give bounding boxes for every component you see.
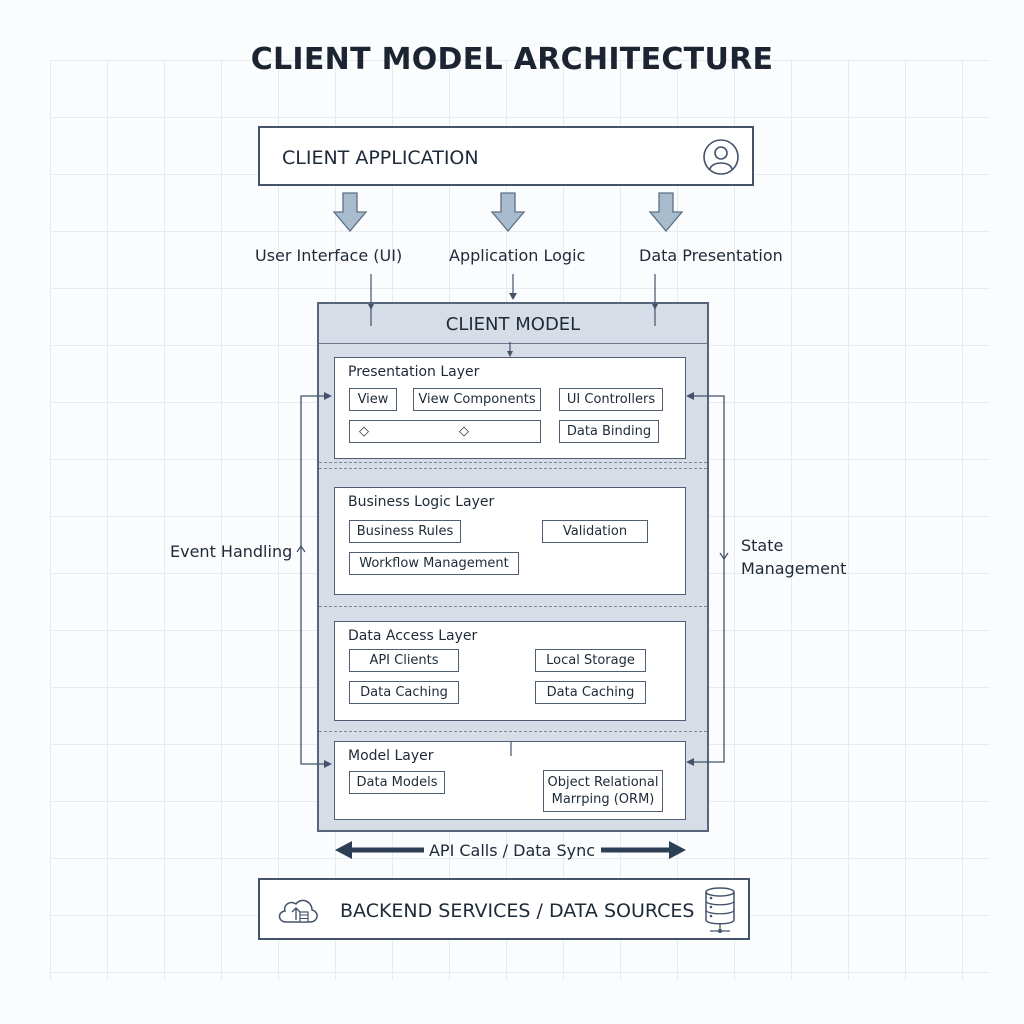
state-label-line2: Management: [741, 559, 847, 578]
chip-orm-line1: Object Relational: [547, 775, 659, 790]
chip-workflow-management: Workflow Management: [349, 552, 519, 575]
flow-label-presentation: Data Presentation: [639, 246, 783, 265]
flow-label-ui: User Interface (UI): [255, 246, 403, 265]
down-arrow-presentation: [648, 192, 684, 233]
state-management-loop: [688, 395, 725, 763]
client-application-label: CLIENT APPLICATION: [282, 147, 479, 169]
arrowhead: [324, 760, 332, 768]
arrowhead: [368, 304, 374, 310]
data-access-layer-title: Data Access Layer: [348, 628, 478, 644]
chip-local-storage: Local Storage: [535, 649, 646, 672]
arrowhead: [335, 841, 352, 859]
arrowhead: [652, 304, 658, 310]
user-icon: [703, 139, 739, 175]
chip-data-models: Data Models: [349, 771, 445, 794]
database-icon: [705, 887, 735, 933]
up-chevron-icon: [296, 544, 306, 553]
backend-services-box: BACKEND SERVICES / DATA SOURCES: [258, 878, 750, 940]
chip-placeholder: ◇ ◇: [349, 420, 541, 443]
api-sync-label: API Calls / Data Sync: [428, 841, 595, 860]
business-logic-layer: Business Logic Layer Business Rules Vali…: [334, 487, 686, 595]
flow-label-logic: Application Logic: [449, 246, 586, 265]
page-title: CLIENT MODEL ARCHITECTURE: [250, 42, 774, 77]
cloud-icon: [278, 899, 318, 923]
arrowhead: [324, 392, 332, 400]
arrowhead: [509, 293, 517, 300]
model-layer-title: Model Layer: [348, 748, 434, 764]
model-layer: Model Layer Data Models Object Relationa…: [334, 741, 686, 820]
chip-business-rules: Business Rules: [349, 520, 461, 543]
arrowhead: [669, 841, 686, 859]
chip-api-clients: API Clients: [349, 649, 459, 672]
presentation-layer-title: Presentation Layer: [348, 364, 480, 380]
presentation-layer: Presentation Layer View View Components …: [334, 357, 686, 459]
chip-data-caching: Data Caching: [535, 681, 646, 704]
down-chevron-icon: [719, 552, 729, 561]
chip-orm-line2: Marrping (ORM): [551, 792, 655, 807]
event-handling-label: Event Handling: [170, 542, 293, 561]
layer-separator: [319, 462, 707, 469]
diamond-icon: ◇: [459, 424, 469, 439]
chip-data-binding: Data Binding: [559, 420, 659, 443]
chip-validation: Validation: [542, 520, 648, 543]
state-management-label: State Management: [741, 534, 846, 580]
arrowhead: [686, 392, 694, 400]
down-arrow-ui: [332, 192, 368, 233]
backend-services-label: BACKEND SERVICES / DATA SOURCES: [340, 900, 695, 922]
chip-orm: Object Relational Marrping (ORM): [543, 770, 663, 812]
client-model-divider: [319, 343, 707, 344]
layer-separator: [319, 731, 707, 732]
chip-data-caching: Data Caching: [349, 681, 459, 704]
state-label-line1: State: [741, 536, 784, 555]
business-logic-layer-title: Business Logic Layer: [348, 494, 495, 510]
arrowhead: [507, 351, 513, 357]
arrowhead: [686, 758, 694, 766]
layer-separator: [319, 606, 707, 607]
event-handling-loop: [300, 395, 330, 765]
diamond-icon: ◇: [359, 424, 369, 439]
chip-view: View: [349, 388, 397, 411]
client-model-title: CLIENT MODEL: [445, 314, 581, 335]
data-access-layer: Data Access Layer API Clients Local Stor…: [334, 621, 686, 721]
chip-ui-controllers: UI Controllers: [559, 388, 663, 411]
chip-view-components: View Components: [413, 388, 541, 411]
down-arrow-logic: [490, 192, 526, 233]
client-application-box: CLIENT APPLICATION: [258, 126, 754, 186]
client-model-container: CLIENT MODEL Presentation Layer View Vie…: [317, 302, 709, 832]
